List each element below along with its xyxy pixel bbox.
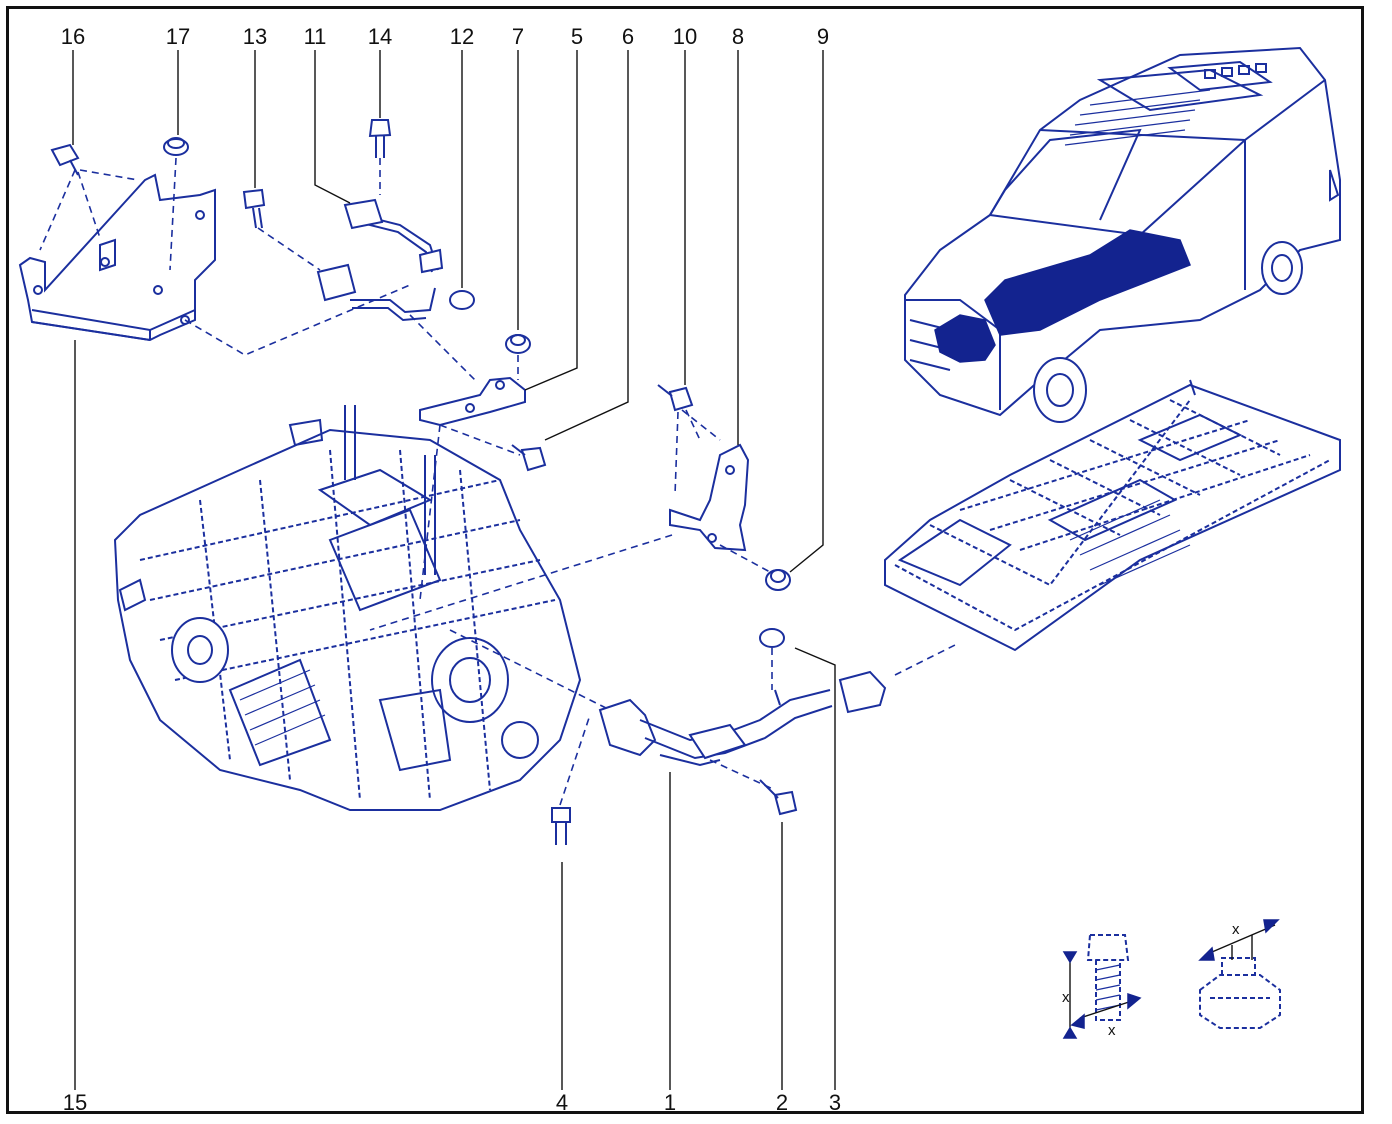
bracket-5 (419, 376, 526, 427)
fastener-16-bolt (50, 143, 80, 176)
callout-labels: 16 17 13 11 14 12 7 5 6 10 8 9 15 4 1 2 … (61, 24, 841, 1115)
callout-leaders (72, 50, 836, 1090)
callout-2: 2 (776, 1090, 788, 1115)
nut-dimension-x: x (1232, 921, 1240, 938)
bracket-15 (18, 173, 216, 342)
callout-1: 1 (664, 1090, 676, 1115)
nut-detail (1198, 919, 1281, 1029)
van-illustration (904, 46, 1341, 423)
callout-6: 6 (622, 24, 634, 49)
callout-15: 15 (63, 1090, 87, 1115)
electric-motor-assembly (113, 405, 582, 811)
bolt-detail (1062, 934, 1142, 1039)
fastener-13-bolt (242, 188, 266, 229)
fastener-9-nut (765, 569, 791, 591)
fastener-2-bolt (759, 779, 798, 816)
callout-7: 7 (512, 24, 524, 49)
harness-1 (598, 670, 887, 767)
callout-14: 14 (368, 24, 392, 49)
fastener-12-nut (449, 290, 475, 310)
bolt-dimension-x-horizontal: x (1108, 1022, 1116, 1039)
callout-11: 11 (304, 24, 327, 49)
callout-4: 4 (556, 1090, 568, 1115)
callout-3: 3 (829, 1090, 841, 1115)
fastener-14-bolt (368, 119, 392, 158)
assembly-lines (39, 157, 956, 806)
fastener-10-bolt (657, 384, 694, 412)
bolt-dimension-x-vertical: x (1062, 989, 1070, 1006)
fastener-7-nut (505, 334, 531, 354)
traction-battery-pack (884, 379, 1341, 652)
fastener-6-bolt (511, 444, 547, 472)
fastener-3-nut (759, 628, 785, 648)
callout-13: 13 (243, 24, 267, 49)
bracket-8 (669, 443, 750, 552)
callout-12: 12 (450, 24, 474, 49)
callout-8: 8 (732, 24, 744, 49)
fastener-17-nut (163, 137, 189, 156)
callout-9: 9 (817, 24, 829, 49)
callout-5: 5 (571, 24, 583, 49)
callout-10: 10 (673, 24, 697, 49)
callout-16: 16 (61, 24, 85, 49)
cable-11 (316, 198, 444, 322)
callout-17: 17 (166, 24, 190, 49)
fastener-4-bolt (551, 807, 571, 845)
